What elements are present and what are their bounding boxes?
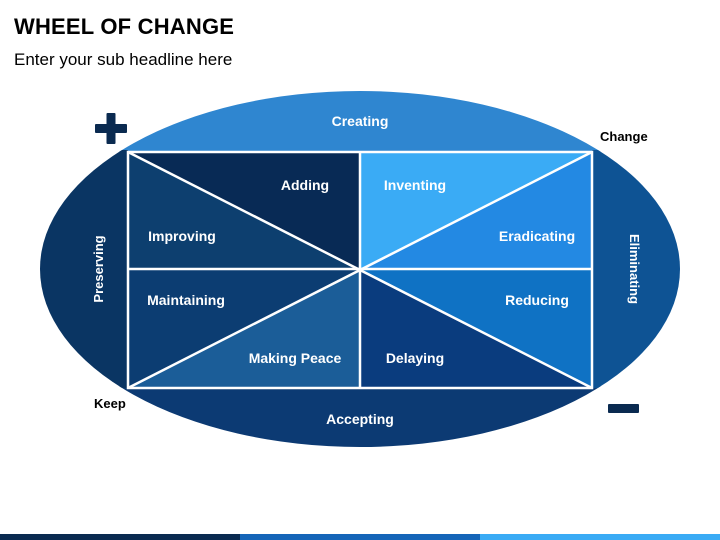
delaying-label: Delaying bbox=[386, 350, 444, 366]
footer-bar-segment bbox=[240, 534, 480, 540]
minus-icon bbox=[608, 404, 639, 413]
eradicating-label: Eradicating bbox=[499, 228, 575, 244]
making-peace-label: Making Peace bbox=[249, 350, 342, 366]
improving-label: Improving bbox=[148, 228, 216, 244]
page-subtitle: Enter your sub headline here bbox=[14, 50, 233, 69]
change-label: Change bbox=[600, 129, 648, 144]
footer-bar-segment bbox=[0, 534, 240, 540]
plus-icon bbox=[95, 113, 127, 144]
eliminating-label: Eliminating bbox=[627, 234, 642, 304]
keep-label: Keep bbox=[94, 396, 126, 411]
maintaining-label: Maintaining bbox=[147, 292, 225, 308]
preserving-label: Preserving bbox=[91, 235, 106, 302]
accepting-label: Accepting bbox=[326, 411, 394, 427]
footer-bar-segment bbox=[480, 534, 720, 540]
inventing-label: Inventing bbox=[384, 177, 446, 193]
adding-label: Adding bbox=[281, 177, 329, 193]
footer-color-bar bbox=[0, 534, 720, 540]
creating-label: Creating bbox=[332, 113, 389, 129]
preserving-band bbox=[40, 150, 128, 388]
reducing-label: Reducing bbox=[505, 292, 569, 308]
segment-dividers bbox=[126, 150, 594, 390]
page-title: WHEEL OF CHANGE bbox=[14, 14, 235, 39]
